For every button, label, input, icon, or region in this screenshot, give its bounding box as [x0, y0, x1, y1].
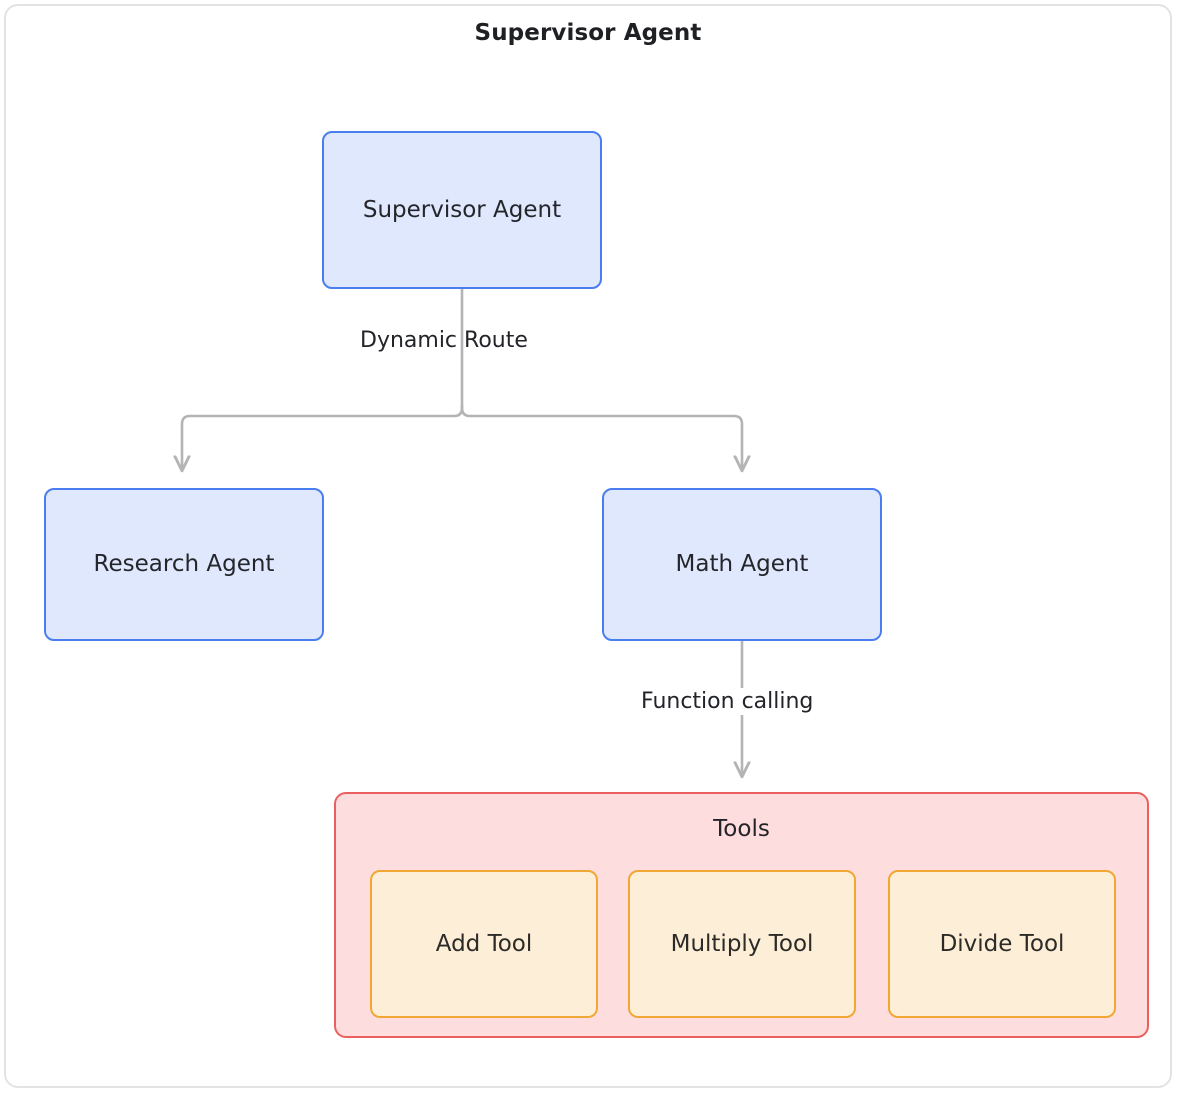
node-multiply-tool[interactable]: Multiply Tool: [628, 870, 856, 1018]
tools-group: Tools Add Tool Multiply Tool Divide Tool: [334, 792, 1149, 1038]
diagram-title: Supervisor Agent: [474, 20, 702, 46]
node-supervisor-agent[interactable]: Supervisor Agent: [322, 131, 602, 289]
node-math-agent[interactable]: Math Agent: [602, 488, 882, 641]
node-math-agent-label: Math Agent: [675, 551, 809, 578]
node-add-tool-label: Add Tool: [435, 930, 533, 957]
edge-label-dynamic-route: Dynamic Route: [360, 328, 528, 353]
edge-supervisor-to-math: [460, 404, 742, 470]
node-divide-tool[interactable]: Divide Tool: [888, 870, 1116, 1018]
node-multiply-tool-label: Multiply Tool: [670, 930, 814, 957]
edge-supervisor-to-research: [182, 404, 464, 470]
node-add-tool[interactable]: Add Tool: [370, 870, 598, 1018]
tools-group-label: Tools: [713, 816, 770, 842]
edge-label-function-calling: Function calling: [634, 688, 821, 715]
diagram-frame: Supervisor Agent Supervisor Agent Resear…: [4, 4, 1172, 1088]
node-supervisor-agent-label: Supervisor Agent: [362, 196, 562, 223]
node-research-agent-label: Research Agent: [93, 551, 275, 578]
node-divide-tool-label: Divide Tool: [939, 930, 1065, 957]
node-research-agent[interactable]: Research Agent: [44, 488, 324, 641]
